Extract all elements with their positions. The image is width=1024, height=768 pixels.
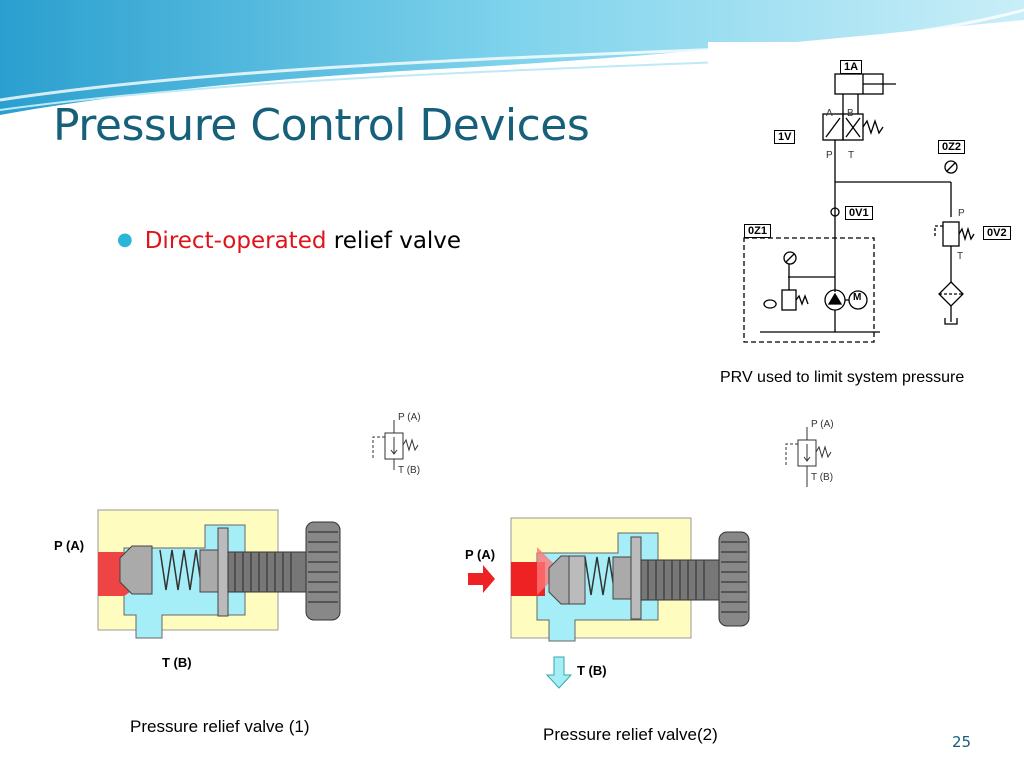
- bullet-highlight: Direct-operated: [144, 228, 327, 254]
- motor-label: M: [853, 292, 862, 303]
- prv-port-t-label: T: [957, 251, 964, 262]
- tag-dcv: 1V: [774, 130, 796, 144]
- port-b-label: B: [847, 108, 854, 119]
- prv-port-p-label: P: [958, 208, 965, 219]
- header-wave-decoration: [0, 0, 1024, 115]
- valve-2-port-t: T (B): [577, 663, 607, 678]
- valve-1-port-p: P (A): [54, 538, 85, 553]
- valve-1-cutaway: [97, 420, 419, 639]
- circuit-diagram: [743, 73, 975, 343]
- valve-1-port-t: T (B): [162, 655, 192, 670]
- bullet-text: relief valve: [326, 228, 462, 254]
- circuit-diagram-panel: 1A A B 1V P T 0Z2 0V1 P 0V2 T 0Z1 M PRV …: [708, 42, 1016, 394]
- bullet-item: ● Direct-operated relief valve: [117, 228, 461, 254]
- slide-title: Pressure Control Devices: [53, 100, 590, 151]
- valve-1-symbol-t: T (B): [398, 465, 421, 476]
- bullet-dot-icon: ●: [117, 229, 133, 250]
- circuit-caption: PRV used to limit system pressure: [720, 369, 965, 386]
- port-a-label: A: [826, 108, 833, 119]
- valve-1-panel: P (A) T (B) P (A) T (B) Pressure relief …: [50, 400, 445, 750]
- valve-1-symbol-p: P (A): [398, 412, 421, 423]
- tag-cylinder: 1A: [840, 60, 863, 74]
- tag-power-unit: 0Z1: [744, 224, 771, 238]
- tag-prv: 0V2: [983, 226, 1011, 240]
- valve-2-panel: P (A) T (B) P (A) T (B) Pressure relief …: [453, 405, 863, 753]
- valve-2-port-p: P (A): [465, 547, 496, 562]
- valve-2-symbol-p: P (A): [811, 419, 834, 430]
- valve-2-caption-number: (2): [697, 725, 718, 744]
- tag-gauge: 0Z2: [938, 140, 965, 154]
- valve-2-caption-text: Pressure relief valve: [543, 725, 698, 744]
- valve-2-caption: Pressure relief valve(2): [543, 725, 718, 745]
- valve-2-symbol-t: T (B): [811, 472, 834, 483]
- port-t-label: T: [848, 150, 855, 161]
- valve-1-caption: Pressure relief valve (1): [130, 717, 310, 736]
- port-p-label: P: [826, 150, 833, 161]
- tag-check-valve: 0V1: [845, 206, 873, 220]
- valve-2-cutaway: [468, 427, 832, 689]
- page-number: 25: [952, 733, 972, 751]
